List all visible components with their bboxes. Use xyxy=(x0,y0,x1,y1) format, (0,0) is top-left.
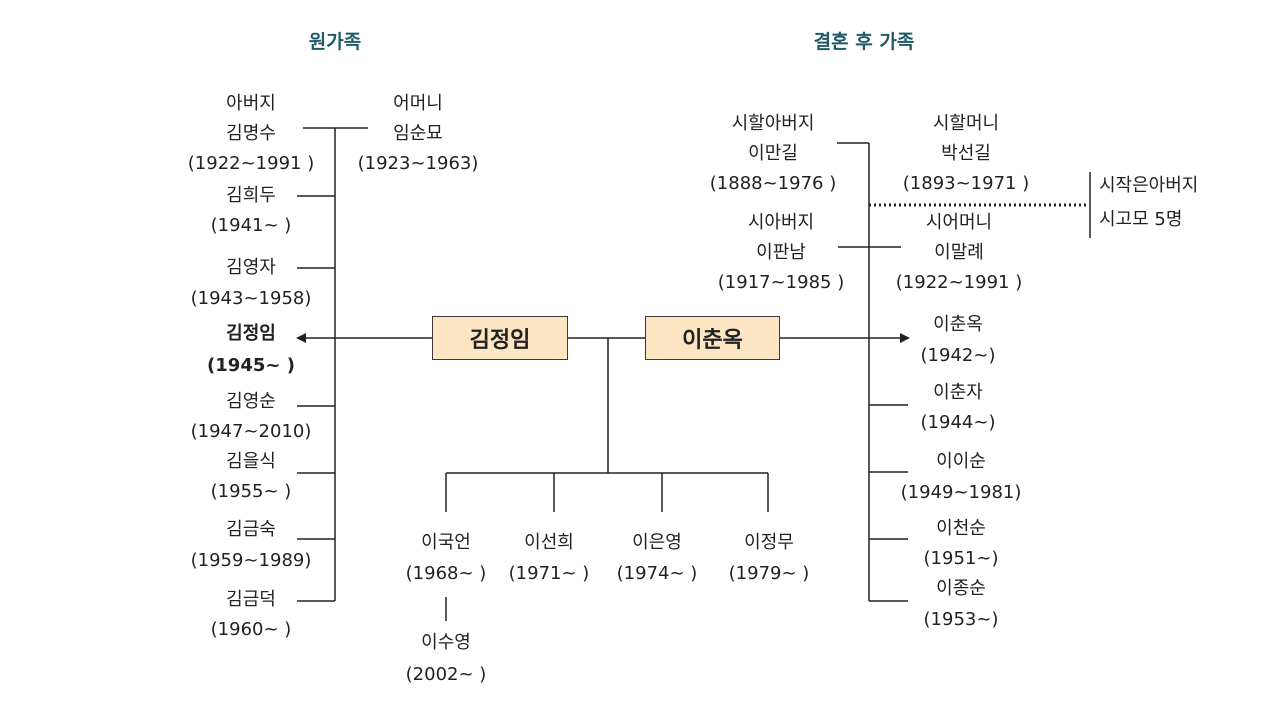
father-role: 아버지 xyxy=(226,93,276,114)
left-arrowhead-icon xyxy=(296,333,306,343)
child-name: 이정무 xyxy=(744,532,794,553)
grandchild-years: (2002~ ) xyxy=(405,664,487,685)
note-line-2: 시고모 5명 xyxy=(1099,209,1183,230)
sibling-name: 김금덕 xyxy=(226,589,276,610)
sibling-years: (1943~1958) xyxy=(190,288,312,309)
mother-in-law-years: (1922~1991 ) xyxy=(895,272,1023,293)
self-years: (1945~ ) xyxy=(207,355,295,376)
sibling-years: (1960~ ) xyxy=(210,619,292,640)
sibling-years: (1955~ ) xyxy=(210,481,292,502)
father-in-law-years: (1917~1985 ) xyxy=(717,272,845,293)
mother-role: 어머니 xyxy=(393,93,443,114)
husband-sibling-years: (1944~) xyxy=(920,412,996,433)
married-family-header: 결혼 후 가족 xyxy=(813,31,915,53)
sibling-name: 김영순 xyxy=(226,391,276,412)
father-in-law-name: 이판남 xyxy=(756,242,806,263)
child-years: (1968~ ) xyxy=(405,563,487,584)
husband-sibling-name: 이춘옥 xyxy=(933,314,983,335)
origin-family-header: 원가족 xyxy=(308,31,362,53)
child-name: 이국언 xyxy=(421,532,471,553)
sibling-years: (1947~2010) xyxy=(190,421,312,442)
husband-sibling-years: (1942~) xyxy=(920,345,996,366)
grandmother-in-law-years: (1893~1971 ) xyxy=(902,173,1030,194)
husband-sibling-years: (1953~) xyxy=(923,609,999,630)
sibling-name: 김을식 xyxy=(226,451,276,472)
child-years: (1971~ ) xyxy=(508,563,590,584)
child-years: (1974~ ) xyxy=(616,563,698,584)
sibling-name: 김영자 xyxy=(226,257,276,278)
sibling-years: (1959~1989) xyxy=(190,550,312,571)
sibling-years: (1941~ ) xyxy=(210,215,292,236)
mother-in-law-name: 이말례 xyxy=(934,242,984,263)
father-name: 김명수 xyxy=(226,123,276,144)
grandfather-in-law-name: 이만길 xyxy=(748,143,798,164)
husband-box: 이춘옥 xyxy=(645,316,780,360)
grandmother-in-law-role: 시할머니 xyxy=(932,113,1000,134)
grandfather-in-law-years: (1888~1976 ) xyxy=(709,173,837,194)
self-name: 김정임 xyxy=(226,323,276,344)
mother-name: 임순묘 xyxy=(393,123,443,144)
child-name: 이은영 xyxy=(632,532,682,553)
husband-sibling-name: 이춘자 xyxy=(933,382,983,403)
grandfather-in-law-role: 시할아버지 xyxy=(731,113,815,134)
sibling-name: 김금숙 xyxy=(226,519,276,540)
wife-box: 김정임 xyxy=(432,316,568,360)
grandmother-in-law-name: 박선길 xyxy=(941,143,991,164)
mother-in-law-role: 시어머니 xyxy=(925,212,993,233)
right-arrowhead-icon xyxy=(900,333,910,343)
child-name: 이선희 xyxy=(524,532,574,553)
husband-sibling-name: 이천순 xyxy=(936,518,986,539)
note-line-1: 시작은아버지 xyxy=(1099,175,1199,196)
mother-years: (1923~1963) xyxy=(357,153,479,174)
husband-sibling-years: (1951~) xyxy=(923,548,999,569)
sibling-name: 김희두 xyxy=(226,185,276,206)
husband-sibling-name: 이종순 xyxy=(936,578,986,599)
grandchild-name: 이수영 xyxy=(421,632,471,653)
father-years: (1922~1991 ) xyxy=(187,153,315,174)
husband-sibling-years: (1949~1981) xyxy=(900,482,1022,503)
husband-sibling-name: 이이순 xyxy=(936,451,986,472)
father-in-law-role: 시아버지 xyxy=(747,212,815,233)
child-years: (1979~ ) xyxy=(728,563,810,584)
